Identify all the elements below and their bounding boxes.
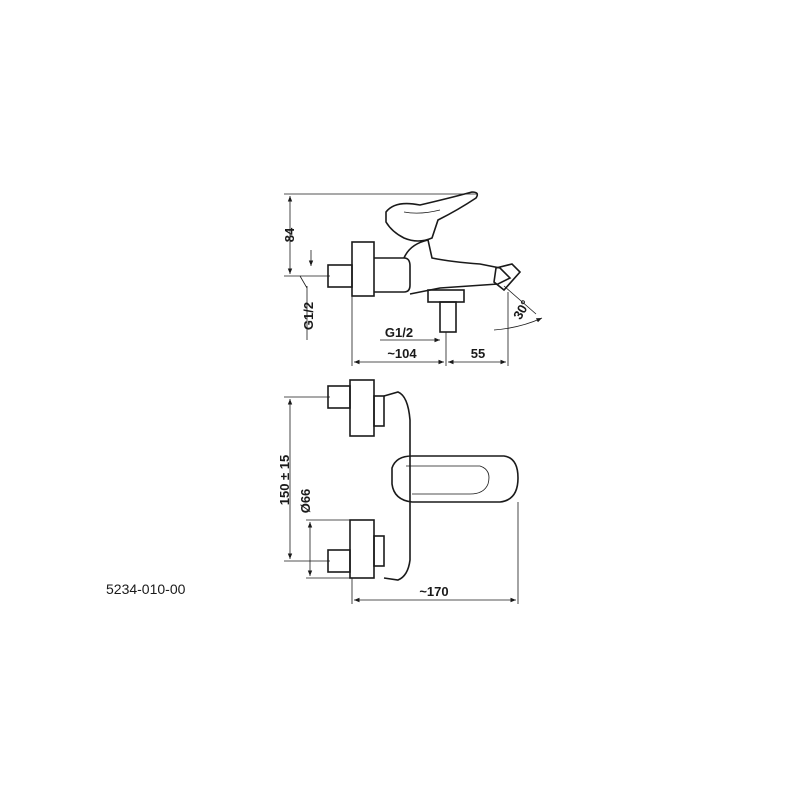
- depth-label: ~104: [387, 346, 417, 361]
- lower-inlet-nut: [327, 549, 351, 573]
- outlet-pipe: [439, 301, 457, 333]
- front-view: 150 ± 15 Ø66 ~170: [277, 379, 519, 604]
- front-body: [383, 391, 411, 581]
- width-label: ~170: [419, 584, 448, 599]
- lower-rosette: [349, 519, 375, 579]
- product-code: 5234-010-00: [106, 581, 186, 597]
- height-label: 84: [282, 227, 297, 242]
- angle-label: 30°: [510, 297, 533, 322]
- inlet-thread-label: G1/2: [301, 302, 316, 330]
- lower-connector: [373, 535, 385, 567]
- front-lever: [391, 455, 519, 503]
- outlet-thread-label: G1/2: [385, 325, 413, 340]
- spout-label: 55: [471, 346, 485, 361]
- inlet-nut: [327, 264, 353, 288]
- spout-head: [493, 263, 522, 292]
- front-lever-detail: [406, 465, 490, 495]
- mixer-body: [403, 239, 512, 295]
- upper-inlet-nut: [327, 385, 351, 409]
- rosette: [351, 241, 375, 297]
- lever-detail: [403, 209, 441, 214]
- upper-rosette: [349, 379, 375, 437]
- upper-connector: [373, 395, 385, 427]
- side-view: 84 G1/2 G1/2 ~104 55 30°: [282, 191, 543, 366]
- lever: [385, 191, 479, 242]
- connector: [374, 257, 411, 293]
- rosette-label: Ø66: [298, 489, 313, 514]
- outlet-nut: [427, 289, 465, 303]
- spacing-label: 150 ± 15: [277, 455, 292, 506]
